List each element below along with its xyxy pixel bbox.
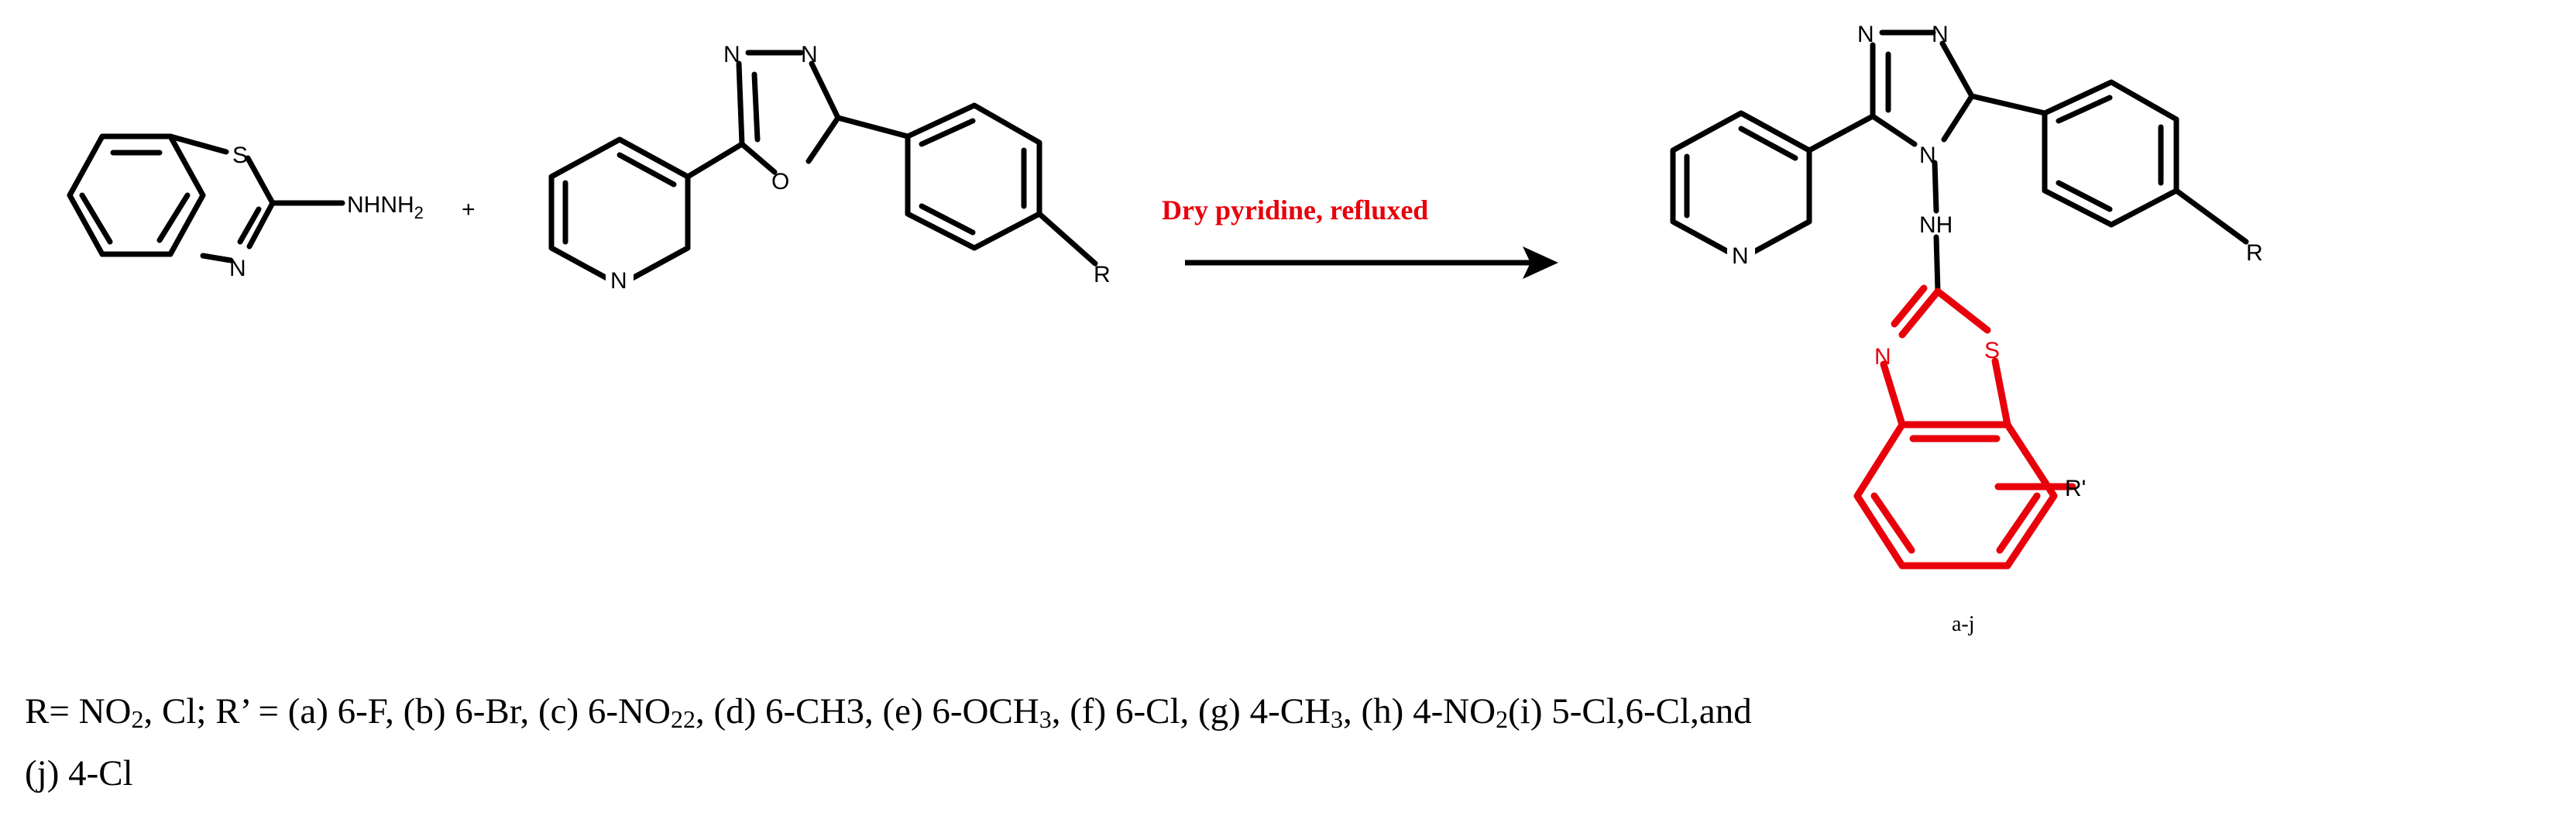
- atom-n2: N: [801, 42, 818, 67]
- reaction-scheme: S N NHNH2 + N N N O R Dry pyridine, refl…: [67, 22, 2263, 635]
- product-atom-n-a: N: [1857, 22, 1874, 47]
- product-atom-n-c: N: [1919, 143, 1936, 168]
- reaction-conditions: Dry pyridine, refluxed: [1162, 195, 1428, 225]
- product-atom-r-prime: R': [2065, 476, 2086, 501]
- product-label: a-j: [1952, 612, 1975, 635]
- product-benzothiazole-highlight: [1853, 284, 2076, 570]
- atom-o: O: [771, 169, 789, 195]
- product-atom-s: S: [1984, 338, 2000, 363]
- substituent-caption: R= NO2, Cl; R’ = (a) 6-F, (b) 6-Br, (c) …: [25, 682, 2550, 803]
- atom-n1: N: [723, 42, 740, 67]
- arrow-head: [1523, 246, 1558, 279]
- caption-line-1: R= NO2, Cl; R’ = (a) 6-F, (b) 6-Br, (c) …: [25, 691, 1752, 733]
- hydrazine-group: NHNH2: [347, 192, 424, 222]
- atom-r: R: [1094, 262, 1111, 287]
- product-atom-nh: NH: [1919, 212, 1953, 238]
- product-atom-n-thiazole: N: [1874, 344, 1891, 370]
- product-structure: [1670, 29, 2249, 294]
- product-atom-r: R: [2246, 240, 2263, 266]
- plus-sign: +: [462, 197, 476, 222]
- product-atom-n-b: N: [1932, 22, 1949, 47]
- reagent-oxadiazole: [548, 50, 1098, 288]
- reagent-benzothiazole-hydrazine: [67, 133, 345, 263]
- atom-n-pyridine: N: [610, 268, 627, 294]
- product-atom-n-pyridine: N: [1732, 243, 1749, 269]
- atom-n: N: [229, 256, 246, 281]
- caption-line-2: (j) 4-Cl: [25, 753, 133, 794]
- atom-s: S: [232, 143, 248, 168]
